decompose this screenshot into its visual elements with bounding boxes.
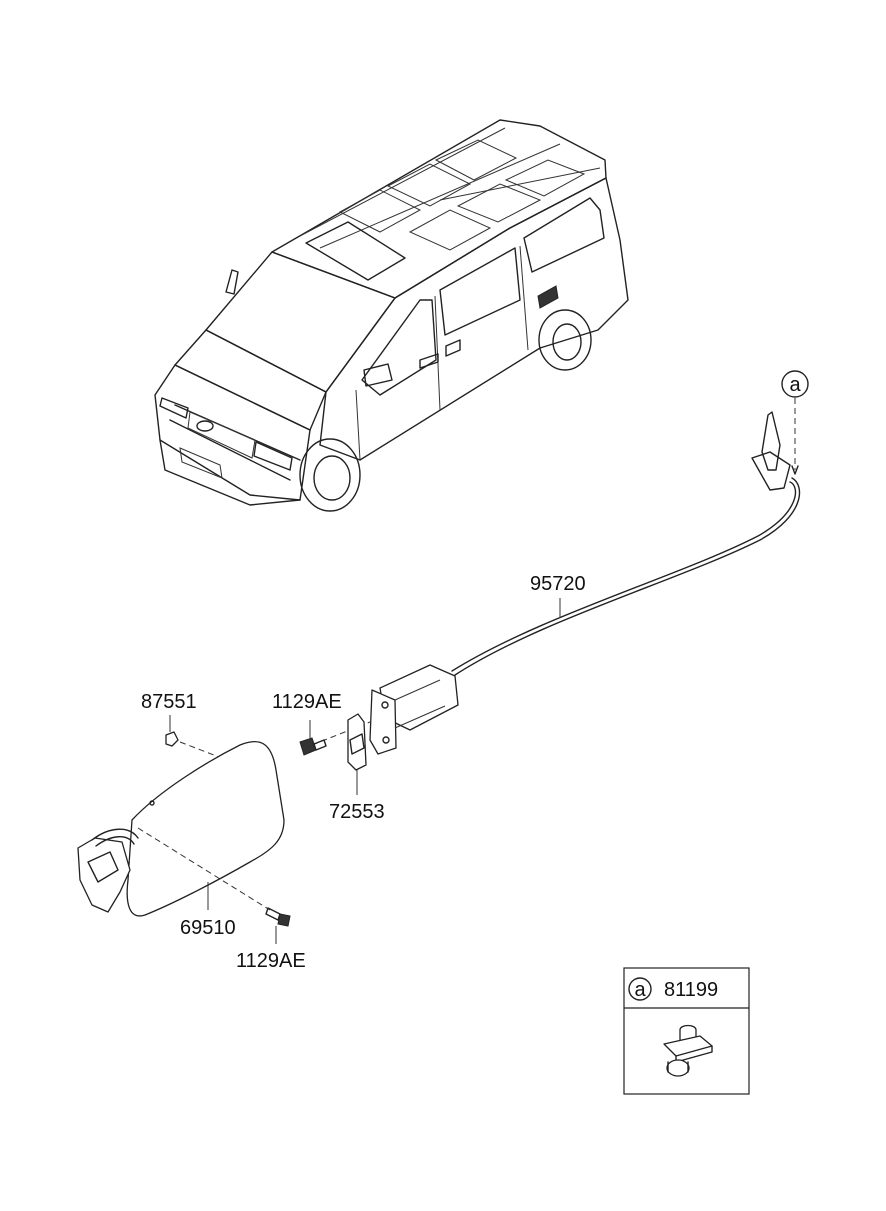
fuel-lid-opener	[311, 664, 459, 755]
legend-part-number: 81199	[664, 979, 718, 1001]
bolt-icon	[265, 907, 291, 944]
ref-a-label: a	[789, 374, 801, 396]
part-95720-label: 95720	[530, 573, 586, 595]
fuel-filler-door	[77, 740, 285, 917]
part-1129ae-bottom-label: 1129AE	[236, 950, 306, 972]
part-1129ae-top-label: 1129AE	[272, 691, 342, 713]
clip-81199	[663, 1024, 713, 1077]
legend-ref-circle	[628, 977, 652, 1001]
bumper-icon	[165, 715, 233, 763]
legend-ref-label: a	[634, 979, 646, 1001]
legend-box: a 81199	[623, 967, 750, 1095]
fuel-lid-opener-cable	[451, 398, 801, 676]
bolt-icon	[299, 720, 327, 756]
part-87551-label: 87551	[141, 691, 197, 713]
part-72553-label: 72553	[329, 801, 385, 823]
ref-circle	[781, 370, 809, 398]
van-illustration	[154, 119, 629, 512]
striker-plate	[347, 713, 367, 795]
part-69510-label: 69510	[180, 917, 236, 939]
